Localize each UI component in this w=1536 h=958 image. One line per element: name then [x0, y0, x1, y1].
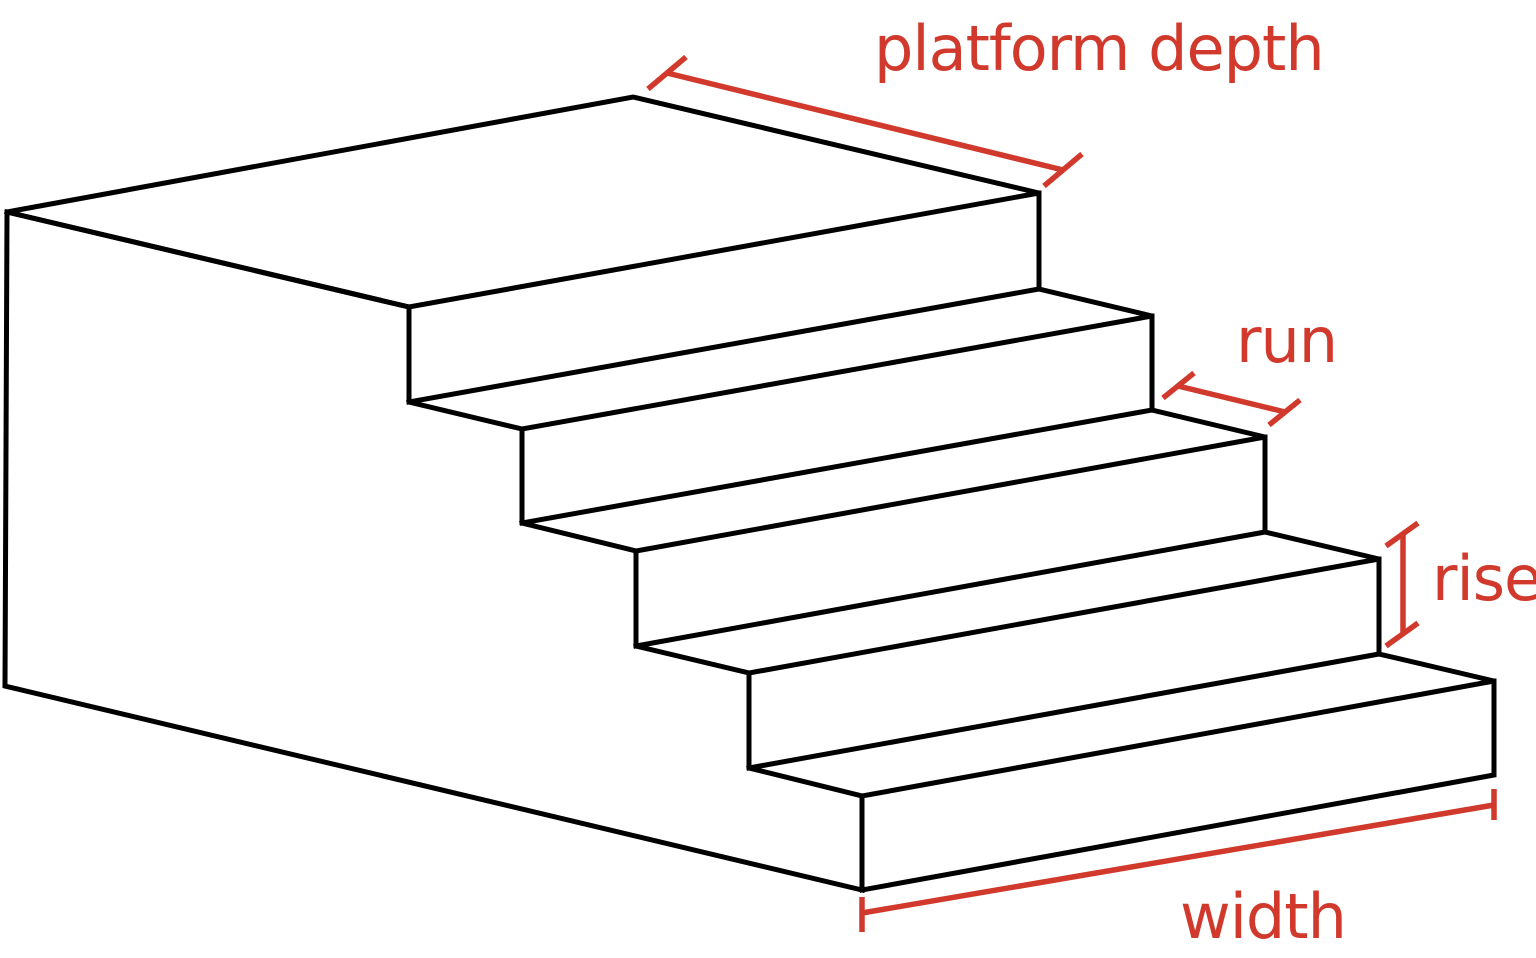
platform-depth-dimension: platform depth — [646, 12, 1325, 189]
width-dimension: width — [859, 789, 1497, 953]
step-4-riser — [859, 678, 1497, 893]
step-1-tread — [519, 285, 1153, 432]
step-2-riser — [633, 434, 1268, 649]
rise-dimension: rise — [1384, 520, 1536, 649]
rise-tick-bottom — [1384, 620, 1420, 649]
step-1-riser — [519, 313, 1155, 526]
run-line — [1177, 383, 1286, 415]
platform-depth-label: platform depth — [874, 12, 1324, 85]
step-3-tread — [746, 528, 1380, 676]
platform-riser — [406, 190, 1042, 405]
rise-tick-top — [1384, 520, 1420, 549]
width-line — [861, 802, 1495, 916]
run-dimension: run — [1161, 304, 1338, 428]
staircase-drawing — [2, 94, 1497, 894]
run-label: run — [1236, 304, 1337, 377]
side-face-outline — [2, 208, 865, 894]
platform-depth-tick-start — [646, 54, 688, 92]
run-tick-end — [1267, 397, 1302, 428]
platform-depth-tick-end — [1042, 151, 1084, 189]
platform-depth-line — [666, 70, 1064, 173]
step-4-tread — [859, 650, 1495, 799]
step-2-tread — [633, 406, 1266, 554]
annotations: platform depth run rise width — [646, 12, 1536, 953]
width-label: width — [1180, 880, 1346, 953]
rise-label: rise — [1432, 542, 1536, 615]
run-tick-start — [1161, 370, 1196, 401]
step-3-riser — [746, 556, 1382, 771]
